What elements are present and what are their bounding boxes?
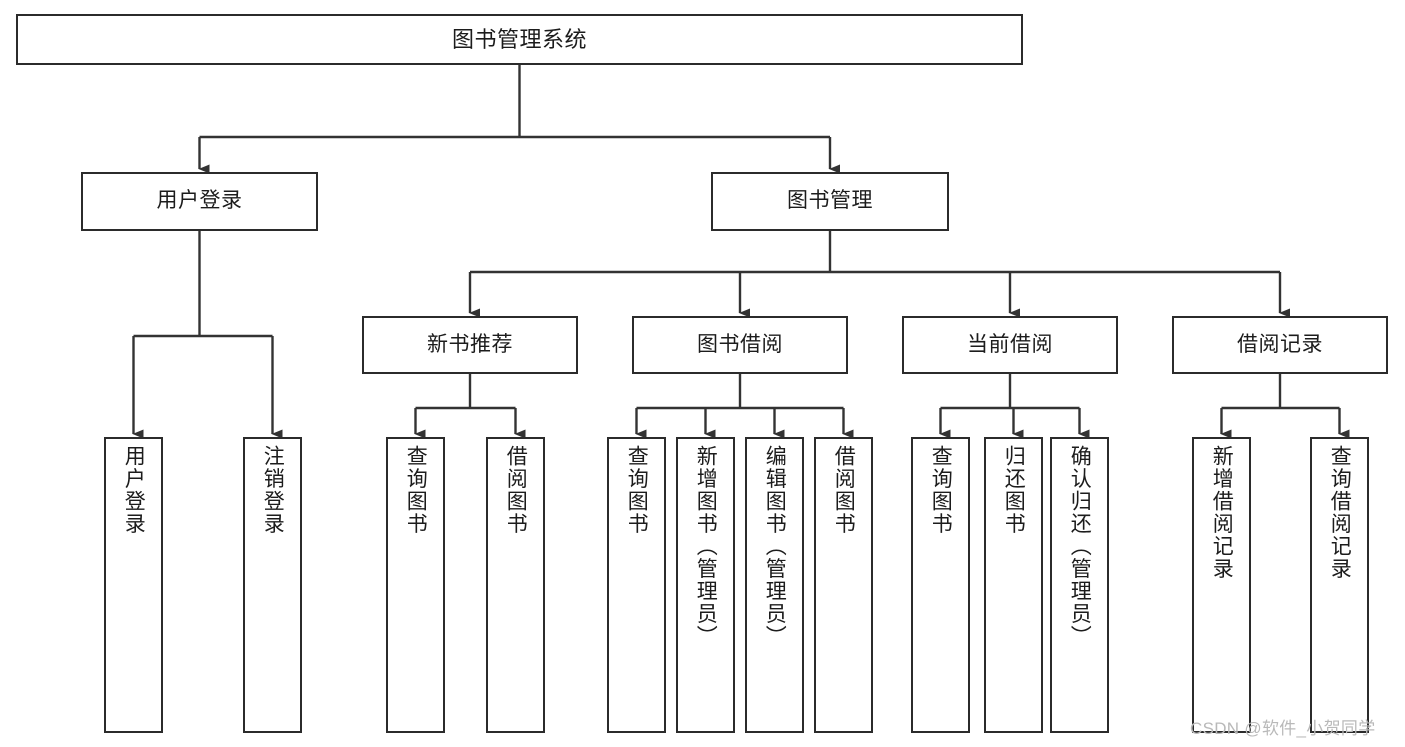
node-leaf-query-record[interactable]: 查询借阅记录 [1310, 437, 1369, 733]
node-user-login[interactable]: 用户登录 [81, 172, 318, 231]
node-book-borrow-label: 图书借阅 [697, 332, 783, 356]
node-leaf-add-book[interactable]: 新增图书（管理员） [676, 437, 735, 733]
node-leaf-return-book[interactable]: 归还图书 [984, 437, 1043, 733]
node-leaf-borrow-book-2[interactable]: 借阅图书 [814, 437, 873, 733]
node-new-book-recommend-label: 新书推荐 [427, 332, 513, 356]
node-root[interactable]: 图书管理系统 [16, 14, 1023, 65]
node-leaf-add-record-label: 新增借阅记录 [1210, 445, 1234, 580]
node-leaf-add-book-label: 新增图书（管理员） [694, 445, 718, 648]
node-leaf-edit-book[interactable]: 编辑图书（管理员） [745, 437, 804, 733]
node-leaf-query-record-label: 查询借阅记录 [1328, 445, 1352, 580]
node-current-borrow[interactable]: 当前借阅 [902, 316, 1118, 374]
node-leaf-query-book-2-label: 查询图书 [625, 445, 649, 535]
node-leaf-return-book-label: 归还图书 [1002, 445, 1026, 535]
node-new-book-recommend[interactable]: 新书推荐 [362, 316, 578, 374]
node-leaf-query-book-2[interactable]: 查询图书 [607, 437, 666, 733]
node-borrow-record[interactable]: 借阅记录 [1172, 316, 1388, 374]
node-leaf-query-book-1-label: 查询图书 [404, 445, 428, 535]
node-leaf-add-record[interactable]: 新增借阅记录 [1192, 437, 1251, 733]
node-user-login-label: 用户登录 [156, 189, 243, 213]
watermark-text: CSDN @软件_小贺同学 [1190, 719, 1376, 738]
node-leaf-user-login-label: 用户登录 [122, 445, 146, 535]
node-borrow-record-label: 借阅记录 [1237, 332, 1323, 356]
node-book-borrow[interactable]: 图书借阅 [632, 316, 848, 374]
node-leaf-borrow-book-1-label: 借阅图书 [504, 445, 528, 535]
node-leaf-logout[interactable]: 注销登录 [243, 437, 302, 733]
node-leaf-edit-book-label: 编辑图书（管理员） [763, 445, 787, 648]
node-leaf-query-book-3-label: 查询图书 [929, 445, 953, 535]
node-leaf-logout-label: 注销登录 [261, 445, 285, 535]
node-leaf-confirm-return[interactable]: 确认归还（管理员） [1050, 437, 1109, 733]
node-leaf-borrow-book-1[interactable]: 借阅图书 [486, 437, 545, 733]
node-book-management-label: 图书管理 [787, 189, 873, 213]
node-leaf-borrow-book-2-label: 借阅图书 [832, 445, 856, 535]
node-current-borrow-label: 当前借阅 [967, 332, 1053, 356]
node-book-management[interactable]: 图书管理 [711, 172, 949, 231]
node-leaf-query-book-1[interactable]: 查询图书 [386, 437, 445, 733]
node-leaf-user-login[interactable]: 用户登录 [104, 437, 163, 733]
node-leaf-query-book-3[interactable]: 查询图书 [911, 437, 970, 733]
node-root-label: 图书管理系统 [451, 26, 587, 52]
node-leaf-confirm-return-label: 确认归还（管理员） [1068, 445, 1092, 648]
